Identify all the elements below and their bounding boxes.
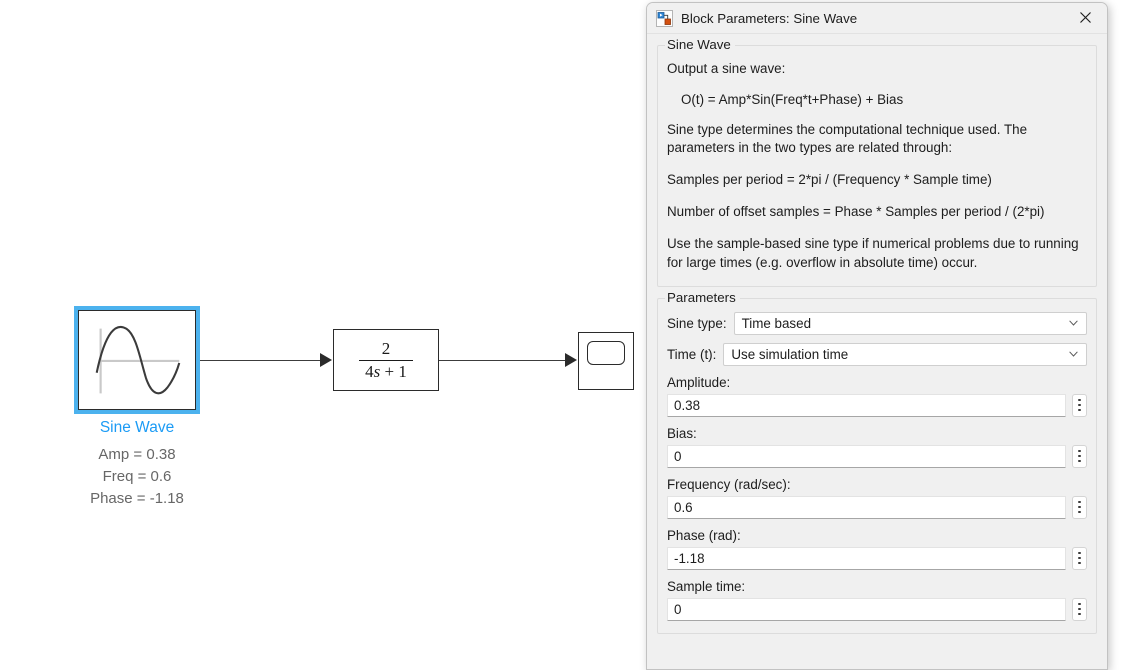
amplitude-label: Amplitude: [667, 374, 731, 390]
frequency-more-icon[interactable] [1072, 495, 1087, 519]
dialog-title: Block Parameters: Sine Wave [681, 10, 858, 26]
sine-type-label: Sine type: [667, 315, 727, 331]
tf-numerator: 2 [381, 339, 391, 359]
tf-den-rest: + 1 [384, 361, 407, 381]
amplitude-more-icon[interactable] [1072, 393, 1087, 417]
tf-denominator: 4s + 1 [359, 359, 413, 381]
signal-line-tf-to-scope[interactable] [439, 360, 566, 361]
description-equation: O(t) = Amp*Sin(Freq*t+Phase) + Bias [681, 92, 904, 108]
dialog-body: Sine Wave Output a sine wave: O(t) = Amp… [647, 37, 1107, 634]
sine-wave-block-label: Sine Wave [99, 419, 175, 436]
sample-time-more-icon[interactable] [1072, 597, 1087, 621]
sine-wave-block[interactable] [74, 306, 200, 414]
parameters-groupbox-title: Parameters [665, 289, 740, 305]
sine-type-row: Sine type: Time based [667, 311, 1087, 335]
signal-arrow-scope-input [565, 353, 577, 367]
close-icon[interactable] [1063, 3, 1107, 32]
description-groupbox-title: Sine Wave [665, 37, 735, 52]
sine-wave-icon [95, 325, 181, 395]
dialog-titlebar[interactable]: Block Parameters: Sine Wave [647, 3, 1107, 34]
model-canvas[interactable]: Sine Wave Amp = 0.38 Freq = 0.6 Phase = … [0, 0, 660, 662]
time-t-select[interactable]: Use simulation time [723, 342, 1087, 366]
phase-row: -1.18 [667, 546, 1087, 570]
phase-input[interactable]: -1.18 [667, 546, 1066, 570]
bias-row: 0 [667, 444, 1087, 468]
sine-wave-annotation: Amp = 0.38 Freq = 0.6 Phase = -1.18 [34, 444, 240, 510]
frequency-input[interactable]: 0.6 [667, 495, 1066, 519]
chevron-down-icon [1069, 320, 1078, 326]
time-t-value: Use simulation time [731, 346, 849, 362]
amplitude-row: 0.38 [667, 393, 1087, 417]
annotation-freq: Freq = 0.6 [102, 467, 172, 485]
time-t-row: Time (t): Use simulation time [667, 342, 1087, 366]
sine-wave-block-body[interactable] [78, 310, 196, 410]
block-parameters-dialog: Block Parameters: Sine Wave Sine Wave Ou… [646, 2, 1108, 670]
description-line-4: Number of offset samples = Phase * Sampl… [667, 204, 1045, 220]
sine-type-value: Time based [741, 315, 812, 331]
chevron-down-icon [1069, 351, 1078, 357]
signal-line-sine-to-tf[interactable] [200, 360, 321, 361]
description-groupbox: Sine Wave Output a sine wave: O(t) = Amp… [657, 37, 1097, 287]
annotation-amp: Amp = 0.38 [98, 446, 176, 463]
sine-type-select[interactable]: Time based [733, 311, 1087, 335]
parameters-groupbox: Parameters Sine type: Time based Time (t… [657, 289, 1097, 634]
sample-time-row: 0 [667, 597, 1087, 621]
description-line-1: Output a sine wave: [667, 61, 786, 76]
frequency-row: 0.6 [667, 495, 1087, 519]
description-line-3: Samples per period = 2*pi / (Frequency *… [667, 172, 992, 188]
time-t-label: Time (t): [667, 346, 717, 362]
bias-input[interactable]: 0 [667, 444, 1066, 468]
phase-label: Phase (rad): [667, 527, 741, 543]
sample-time-label: Sample time: [667, 578, 746, 594]
scope-block[interactable] [578, 332, 634, 390]
amplitude-input[interactable]: 0.38 [667, 393, 1066, 417]
transfer-function-expression: 2 4s + 1 [359, 339, 413, 381]
tf-den-variable: s [373, 361, 381, 381]
transfer-function-block[interactable]: 2 4s + 1 [333, 329, 439, 391]
phase-more-icon[interactable] [1072, 546, 1087, 570]
sample-time-input[interactable]: 0 [667, 597, 1066, 621]
description-line-5: Use the sample-based sine type if numeri… [667, 236, 1079, 270]
simulink-block-icon [656, 9, 673, 27]
description-line-2: Sine type determines the computational t… [667, 122, 1028, 156]
bias-more-icon[interactable] [1072, 444, 1087, 468]
frequency-label: Frequency (rad/sec): [667, 476, 791, 492]
annotation-phase: Phase = -1.18 [90, 489, 184, 507]
bias-label: Bias: [667, 425, 697, 441]
scope-icon [587, 341, 625, 365]
tf-den-coeff: 4 [365, 361, 374, 381]
signal-arrow-tf-input [320, 353, 332, 367]
